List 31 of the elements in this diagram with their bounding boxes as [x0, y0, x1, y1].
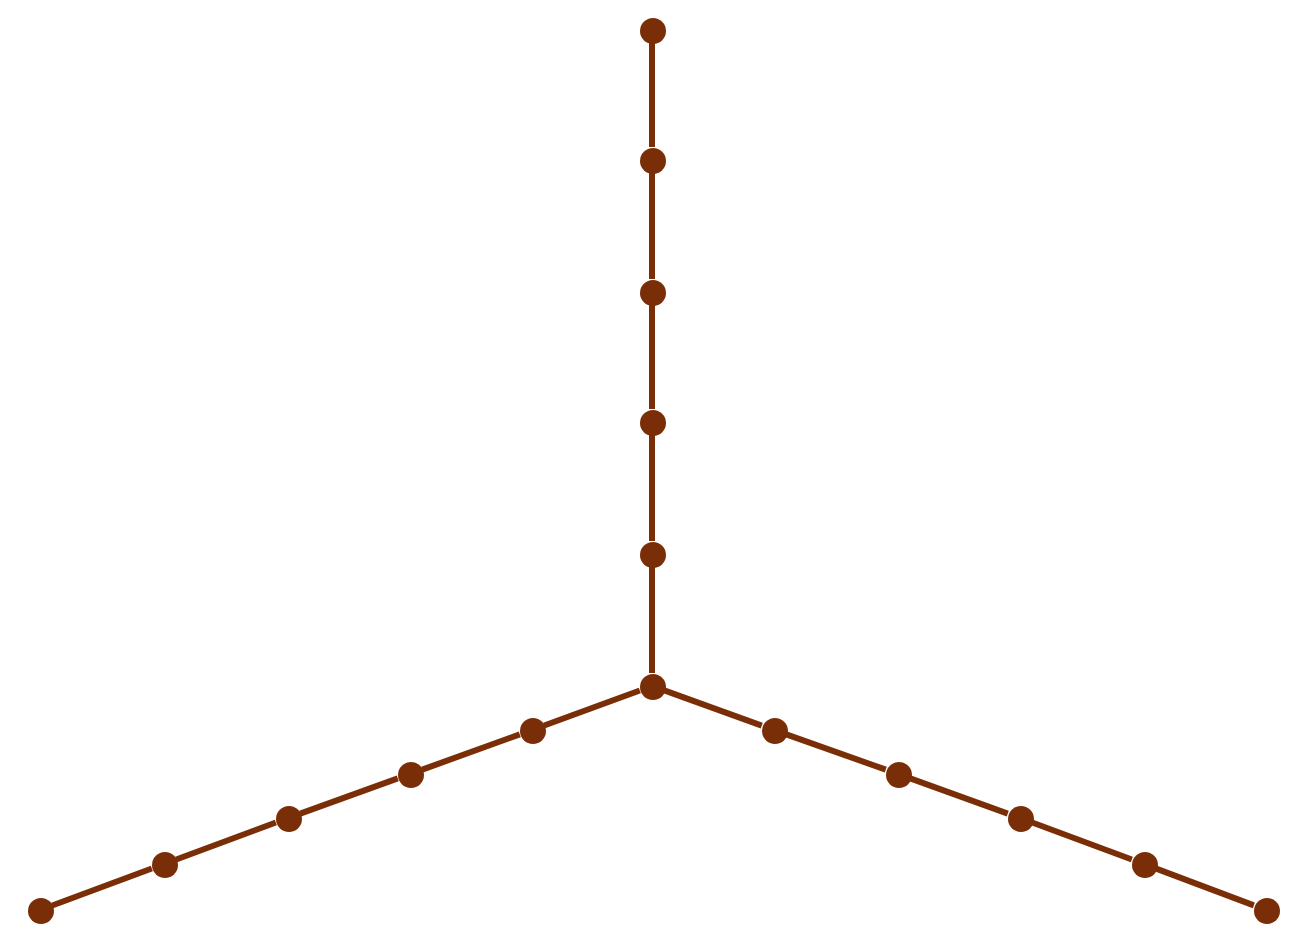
- node-dot: [639, 147, 665, 173]
- node-dot: [275, 805, 301, 831]
- node-dot: [639, 409, 665, 435]
- node-dot: [1131, 851, 1157, 877]
- node-dot: [1007, 805, 1033, 831]
- connector-line: [649, 435, 655, 541]
- connector-line: [1155, 865, 1255, 909]
- node-dot: [761, 717, 787, 743]
- connector-line: [299, 775, 399, 817]
- node-dot: [885, 761, 911, 787]
- node-dot: [397, 761, 423, 787]
- node-dot: [151, 851, 177, 877]
- node-dot: [639, 279, 665, 305]
- connector-line: [649, 305, 655, 409]
- connector-line: [909, 775, 1009, 817]
- connector-line: [649, 567, 655, 673]
- node-dot: [519, 717, 545, 743]
- connector-line: [175, 819, 277, 863]
- node-dot: [639, 541, 665, 567]
- connector-line: [421, 731, 521, 773]
- node-dot: [639, 17, 665, 43]
- connector-line: [649, 43, 655, 147]
- connector-line: [649, 173, 655, 279]
- connector-line: [51, 865, 153, 909]
- connector-line: [1031, 819, 1133, 863]
- node-dot: [639, 673, 665, 699]
- connector-line: [663, 687, 763, 729]
- node-dot: [27, 897, 53, 923]
- connector-line: [785, 731, 887, 773]
- connector-line: [543, 687, 641, 729]
- node-dot: [1253, 897, 1279, 923]
